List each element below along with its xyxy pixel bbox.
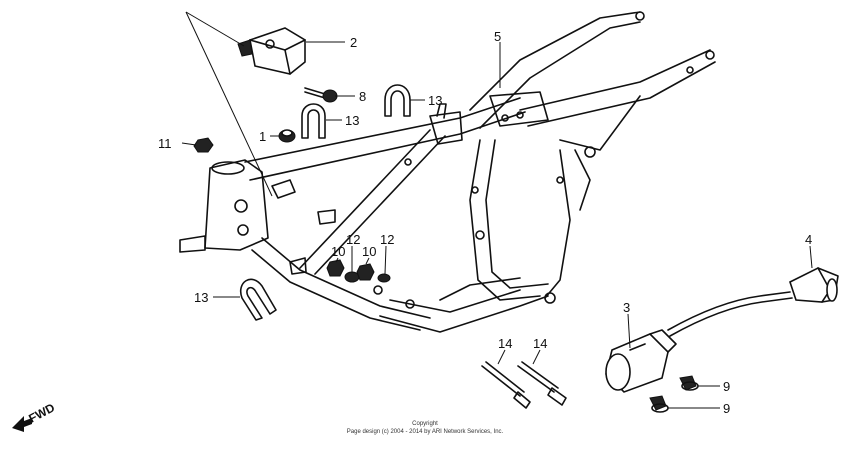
bolt-8[interactable] — [304, 87, 338, 103]
clamp-13-upper[interactable] — [384, 84, 411, 117]
nut-10-b[interactable] — [356, 263, 375, 281]
frame[interactable] — [179, 11, 716, 333]
spark-plug-cap[interactable] — [789, 266, 839, 303]
washer-12-a[interactable] — [344, 271, 360, 283]
clamp-13-middle[interactable] — [301, 103, 326, 139]
washer-12-b[interactable] — [377, 273, 391, 283]
callout-14-a: 14 — [498, 336, 512, 351]
callout-10-b: 10 — [362, 244, 376, 259]
spark-plug-lead[interactable] — [667, 291, 793, 337]
callout-3: 3 — [623, 300, 630, 315]
leader-lines — [181, 11, 813, 409]
screw-9-a[interactable] — [679, 375, 699, 391]
callout-13-lower: 13 — [194, 290, 208, 305]
clamp-13-lower[interactable] — [239, 278, 277, 321]
callout-10-a: 10 — [331, 244, 345, 259]
grommet-1[interactable] — [278, 129, 296, 143]
bolt-14-b[interactable] — [517, 361, 567, 406]
callout-5: 5 — [494, 29, 501, 44]
callout-11: 11 — [158, 136, 172, 151]
callout-14-b: 14 — [533, 336, 547, 351]
relay-box[interactable] — [237, 27, 306, 75]
callout-12-b: 12 — [380, 232, 394, 247]
ignition-coil[interactable] — [605, 329, 677, 393]
callout-9-b: 9 — [723, 401, 730, 416]
callout-2: 2 — [350, 35, 357, 50]
fwd-arrow-icon — [12, 416, 32, 432]
callout-12-a: 12 — [346, 232, 360, 247]
screw-9-b[interactable] — [649, 395, 669, 413]
callout-4: 4 — [805, 232, 812, 247]
callout-9-a: 9 — [723, 379, 730, 394]
callout-1: 1 — [259, 129, 266, 144]
callout-13-upper: 13 — [428, 93, 442, 108]
callout-13-middle: 13 — [345, 113, 359, 128]
callout-8: 8 — [359, 89, 366, 104]
copyright-notice: Page design (c) 2004 - 2014 by ARI Netwo… — [346, 429, 504, 435]
bolt-14-a[interactable] — [481, 361, 531, 409]
copyright-title: Copyright — [412, 421, 438, 427]
nut-10-a[interactable] — [326, 259, 345, 277]
nut-11[interactable] — [193, 137, 214, 153]
